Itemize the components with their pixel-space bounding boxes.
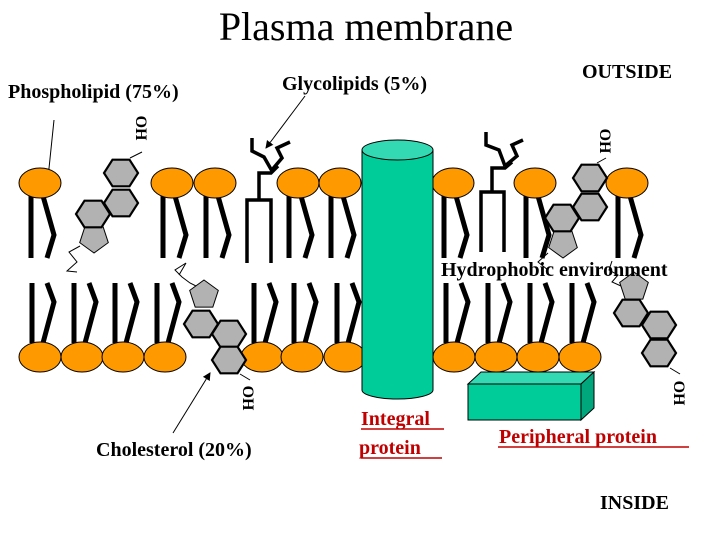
phospholipid-tail <box>453 195 470 259</box>
oh-bond <box>669 367 681 375</box>
lower-leaflet-heads <box>18 341 602 373</box>
phospholipid-head <box>318 167 362 199</box>
phospholipid-tail <box>345 282 362 344</box>
oh-label: OH <box>132 116 149 141</box>
diagram-title: Plasma membrane <box>219 4 513 49</box>
phospholipid-tail <box>627 195 644 259</box>
oh-label: OH <box>596 129 613 154</box>
phospholipid-tail <box>538 282 555 344</box>
cholesterol-hexagon-ring <box>640 338 678 368</box>
cholesterol-hydrocarbon-tail <box>537 252 549 271</box>
cholesterol-hexagon-ring <box>640 310 678 340</box>
phospholipid-head <box>516 341 560 373</box>
phospholipid-tail <box>215 195 232 259</box>
cholesterol-hexagon-ring <box>612 298 650 328</box>
cholesterol-hydrocarbon-tail <box>65 245 81 273</box>
cholesterol-pentagon-ring <box>548 230 578 259</box>
glycolipid-left <box>245 138 291 263</box>
phospholipid-tail <box>172 195 189 259</box>
phospholipid-head <box>605 167 649 199</box>
phospholipid-tail <box>298 195 315 259</box>
phospholipid-tail <box>40 282 57 344</box>
upper-leaflet-tails <box>28 195 644 259</box>
cholesterol-hexagon-ring <box>182 309 220 339</box>
peripheral-protein-label: Peripheral protein <box>499 426 657 448</box>
phospholipid-tail <box>40 195 57 259</box>
phospholipid-tail <box>165 282 182 344</box>
phospholipid-head <box>240 341 284 373</box>
phospholipid-tail <box>123 282 140 344</box>
phospholipid-label: Phospholipid (75%) <box>8 81 179 103</box>
oh-bond <box>239 373 251 381</box>
phospholipid-head <box>60 341 104 373</box>
phospholipid-head <box>18 341 62 373</box>
integral-protein-label-line1: Integral <box>361 408 430 430</box>
cholesterol-hexagon-ring <box>210 345 248 375</box>
integral-protein-label-line2: protein <box>359 437 421 459</box>
phospholipid-head <box>193 167 237 199</box>
phospholipid-tail <box>340 195 357 259</box>
cholesterol-label: Cholesterol (20%) <box>96 439 252 461</box>
phospholipid-pointer-arrow <box>44 119 55 179</box>
phospholipid-head <box>432 341 476 373</box>
cholesterol-molecule <box>65 151 143 273</box>
phospholipid-head <box>431 167 475 199</box>
phospholipid-head <box>101 341 145 373</box>
phospholipid-head <box>150 167 194 199</box>
phospholipid-tail <box>535 195 552 259</box>
cholesterol-molecule <box>174 262 251 381</box>
phospholipid-head <box>143 341 187 373</box>
lower-leaflet-tails <box>29 282 597 344</box>
cholesterol-hexagon-ring <box>571 163 609 193</box>
peripheral-protein <box>466 370 596 422</box>
phospholipid-tail <box>82 282 99 344</box>
upper-leaflet-heads <box>18 167 649 199</box>
oh-bond <box>596 157 607 164</box>
glycolipids-label: Glycolipids (5%) <box>282 73 427 95</box>
integral-protein <box>361 139 434 400</box>
inside-label: INSIDE <box>600 492 669 514</box>
cholesterol-hydrocarbon-tail <box>608 260 622 287</box>
cholesterol-hexagon-ring <box>102 158 140 188</box>
cholesterol-hexagon-ring <box>543 203 581 233</box>
outside-label: OUTSIDE <box>582 61 672 83</box>
cholesterol-hydrocarbon-tail <box>174 262 201 289</box>
cholesterol-molecule <box>608 260 681 375</box>
oh-label: OH <box>239 386 256 411</box>
cholesterol-molecule <box>537 157 609 271</box>
cholesterol-pentagon-ring <box>79 225 109 254</box>
cholesterol-hexagon-ring <box>74 199 112 229</box>
glycolipid-right <box>479 132 524 252</box>
cholesterol-pentagon-ring <box>189 279 219 308</box>
cholesterol-pointer-arrow <box>172 372 211 434</box>
phospholipid-head <box>280 341 324 373</box>
phospholipid-tail <box>496 282 513 344</box>
hydrophobic-environment-label: Hydrophobic environment <box>441 259 668 281</box>
oh-bond <box>129 151 143 159</box>
oh-label: OH <box>670 381 687 406</box>
phospholipid-head <box>276 167 320 199</box>
phospholipid-head <box>323 341 367 373</box>
phospholipid-head <box>18 167 62 199</box>
phospholipid-tail <box>580 282 597 344</box>
phospholipid-tail <box>262 282 279 344</box>
phospholipid-head <box>558 341 602 373</box>
glycolipids-pointer-arrow <box>265 95 306 149</box>
phospholipid-tail <box>302 282 319 344</box>
cholesterol-hexagon-ring <box>210 319 248 349</box>
phospholipid-head <box>474 341 518 373</box>
phospholipid-head <box>513 167 557 199</box>
phospholipid-tail <box>454 282 471 344</box>
